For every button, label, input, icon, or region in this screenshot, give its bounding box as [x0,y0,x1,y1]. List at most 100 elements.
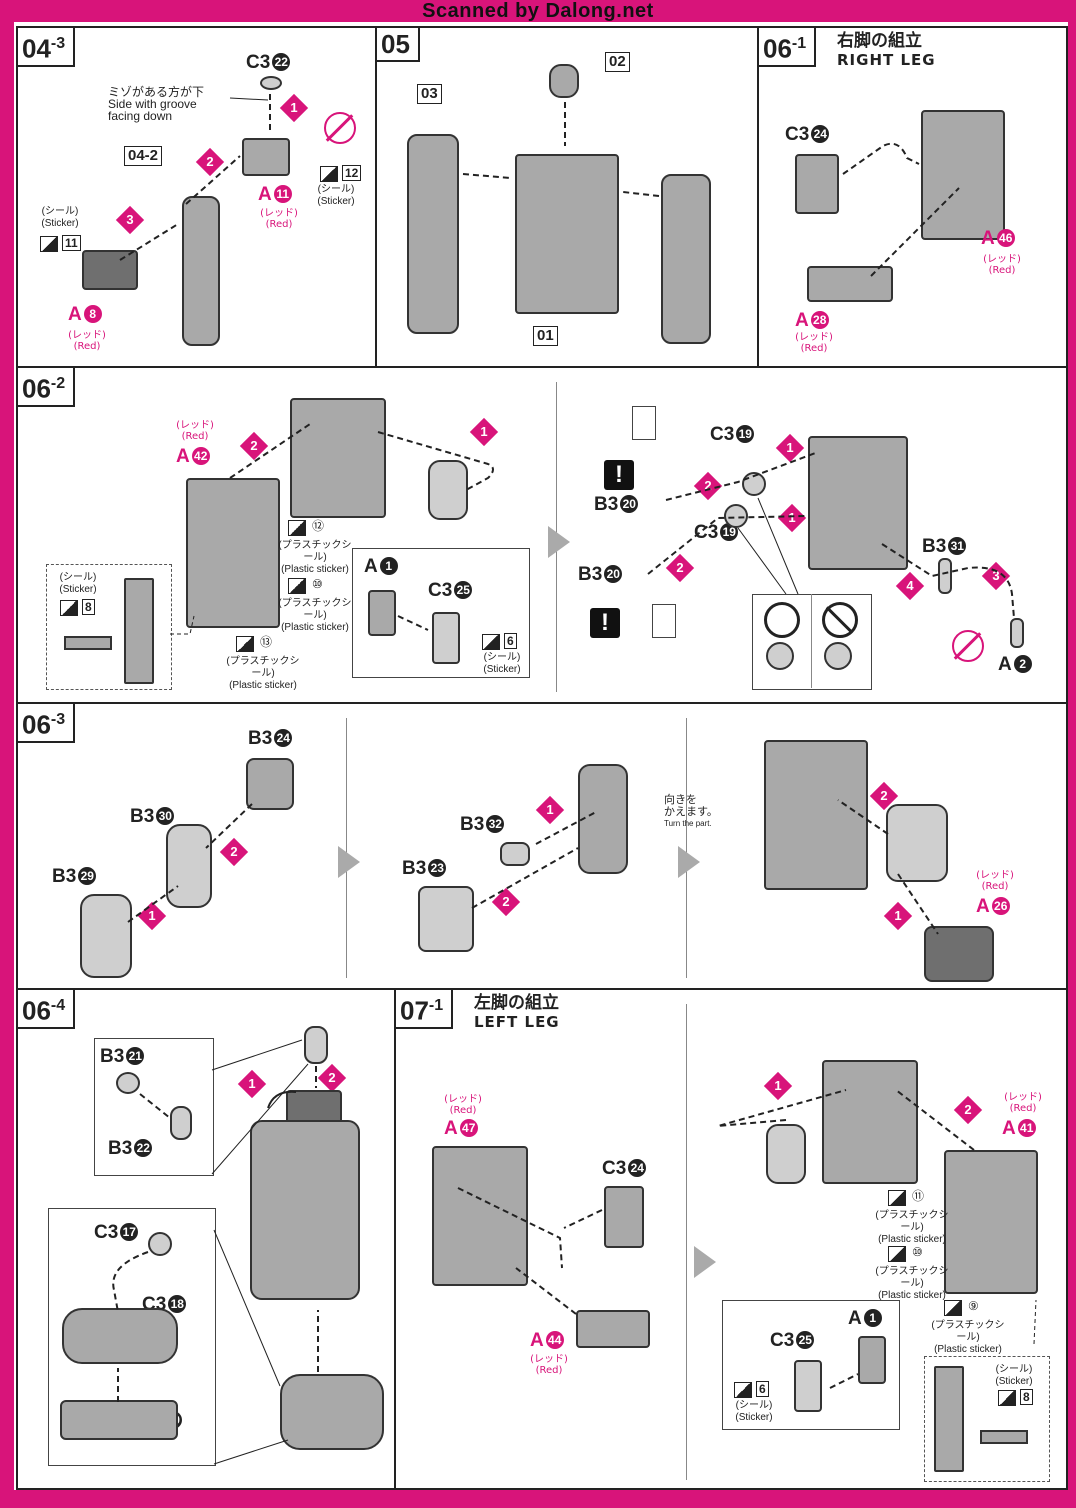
leg-upper-part [822,1060,918,1184]
sticker-icon [320,166,338,182]
sticker-num-12: 12 [342,165,362,181]
sticker-num-9: ⑨ [968,1299,979,1313]
armor-inner [368,590,396,636]
sticker-note-8: (シール)(Sticker) [995,1364,1033,1387]
color-note-red-a28: (レッド)(Red) [795,332,833,354]
knee-part-a26 [924,926,994,982]
block-part-a11 [242,138,290,176]
part-box-03: 03 [417,84,442,104]
leg-frame-a42 [186,478,280,628]
leg-frame-a47 [432,1146,528,1286]
joint-part-a28 [807,266,893,302]
block-b3-23 [418,886,474,952]
ball-b3-21 [116,1072,140,1094]
frame-detail [934,1366,964,1472]
flow-arrow-1 [338,846,360,878]
sticker-icon-13 [236,636,254,652]
armor-outer [794,1360,822,1412]
leg-upper-part [290,398,386,518]
step-number: 07-1 [396,990,454,1029]
sticker-note-6: (シール)(Sticker) [735,1400,773,1423]
pin-part-a2 [1010,618,1024,648]
warning-mark-top: ! [604,460,634,490]
bracket-part [578,764,628,874]
washer-bottom [724,504,748,528]
sticker-icon-12 [288,520,306,536]
sticker-num-6: 6 [504,633,517,649]
leg-part [182,196,220,346]
plastic-sticker-note-2: (プラスチックシール)(Plastic sticker) [875,1266,949,1301]
sticker-icon-6 [482,634,500,650]
ref-box-04-2: 04-2 [124,146,163,166]
plastic-sticker-note-3: (プラスチックシール)(Plastic sticker) [931,1320,1005,1355]
cap-part [260,76,282,90]
flow-arrow [548,526,570,558]
assembly-arrows [457,1089,1037,1389]
left-leg-part [661,174,711,344]
part-box-02: 02 [605,52,630,72]
sticker-strip [64,636,112,650]
scan-watermark: Scanned by Dalong.net [422,0,654,22]
joint-part-a44 [576,1310,650,1348]
plastic-sticker-note-2: (プラスチックシール)(Plastic sticker) [278,598,352,633]
step-title: 右脚の組立 RIGHT LEG [837,31,936,70]
sticker-num-10: ⑩ [312,577,323,591]
sticker-note: (シール)(Sticker) [317,184,355,207]
ball-c3-17 [148,1232,172,1256]
sticker-strip [980,1430,1028,1444]
joint-top [304,1026,328,1064]
frame-detail [124,578,154,684]
flow-arrow [694,1246,716,1278]
sticker-detail-box [46,564,172,690]
sticker-num-12: ⑫ [312,519,325,533]
color-note-red: (レッド)(Red) [260,208,298,230]
assembly-arrows [842,142,960,277]
assembly-arrows [119,94,271,261]
block-part-a8 [82,250,138,290]
sticker-icon-6 [734,1382,752,1398]
sticker-num-8: 8 [1020,1389,1033,1405]
assembly-arrows [462,102,660,197]
step-number: 06-4 [18,990,76,1029]
round-part-b3-24 [246,758,294,810]
assembly-arrows [170,423,1015,635]
warning-mark-bottom: ! [590,608,620,638]
step-number: 04-3 [18,28,76,67]
sticker-num-10: ⑩ [912,1245,923,1259]
step-number: 06-3 [18,704,76,743]
pin-part [938,558,952,594]
step-number: 05 [377,28,420,62]
sticker-detail-box [924,1356,1050,1482]
sticker-icon-11 [888,1190,906,1206]
small-knob-b3-32 [500,842,530,866]
step-title: 左脚の組立 LEFT LEG [474,993,560,1032]
torso-part [515,154,619,314]
no-glue-icon [324,112,356,144]
shin-part [250,1120,360,1300]
